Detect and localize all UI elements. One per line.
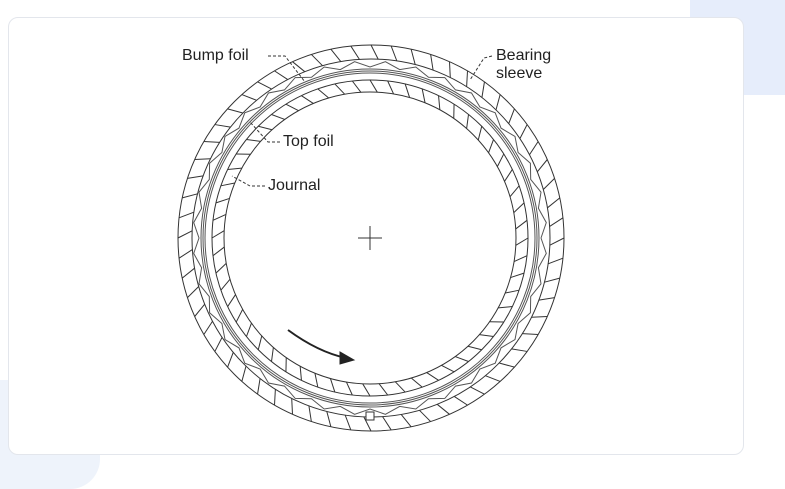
rotation-arrow-icon (287, 329, 356, 365)
center-cross (358, 226, 382, 250)
label-bearing-sleeve-line1: Bearing (496, 47, 552, 64)
label-top-foil: Top foil (283, 133, 334, 150)
label-journal: Journal (268, 177, 321, 194)
label-bump-foil: Bump foil (182, 47, 249, 64)
leader-lines (231, 55, 493, 187)
foil-layers (193, 61, 547, 421)
label-bearing-sleeve-line2: sleeve (496, 65, 543, 82)
journal (211, 79, 529, 397)
